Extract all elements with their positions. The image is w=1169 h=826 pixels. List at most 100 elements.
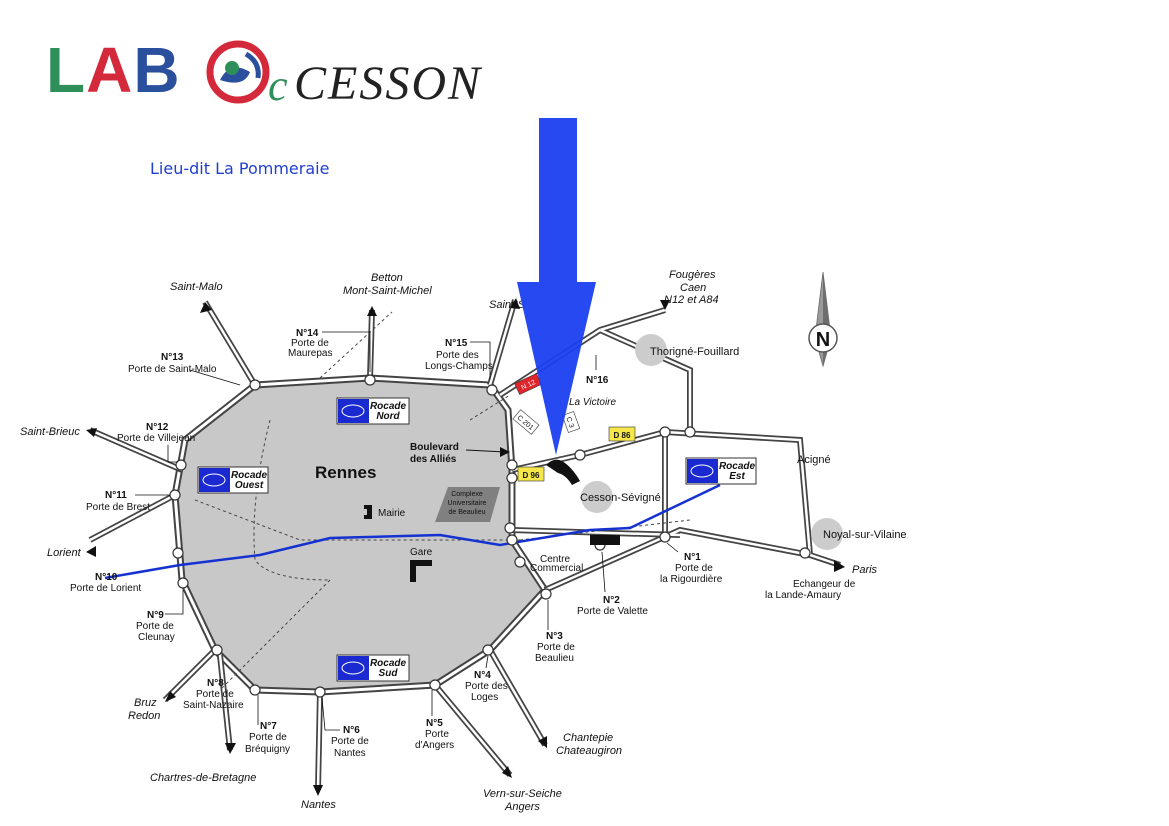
destination-labels: Saint-Malo Betton Mont-Saint-Michel Sain… [20,269,878,813]
svg-text:Porte de Saint-Malo: Porte de Saint-Malo [128,364,217,375]
logo-letter: L [46,34,87,106]
svg-text:Porte de: Porte de [291,338,329,349]
svg-text:Saint-Nazaire: Saint-Nazaire [183,700,244,711]
rocade-est-label2: Est [729,471,745,482]
svg-text:Saint-Brieuc: Saint-Brieuc [20,426,80,438]
svg-text:Loges: Loges [471,692,498,703]
complexe-label-1: Complexe [451,491,483,498]
svg-text:Vern-sur-Seiche: Vern-sur-Seiche [483,788,562,800]
rocade-sign-nord: Rocade Nord [336,397,410,425]
rocade-sud-label2: Sud [379,668,399,679]
road-sign-d96: D 96 [517,466,545,482]
rocade-sign-ouest: Rocade Ouest [197,466,269,494]
svg-text:D 86: D 86 [614,431,631,440]
exit-labels: N°13 Porte de Saint-Malo N°14 Porte de M… [70,328,723,759]
compass-letter: N [816,329,830,351]
boulevard-label-1: Boulevard [410,442,459,453]
svg-text:Porte de: Porte de [675,563,713,574]
rocade-ouest-label: Rocade [231,470,268,481]
svg-text:D 96: D 96 [523,471,540,480]
svg-text:Saint-S: Saint-S [489,299,526,311]
metro-line [104,483,721,580]
svg-text:Maurepas: Maurepas [288,348,332,359]
complexe-label-2: Universitaire [448,500,487,507]
town-circle-thorigne [635,334,667,366]
svg-text:N°1: N°1 [684,552,701,563]
svg-text:Porte de Valette: Porte de Valette [577,606,648,617]
la-victoire-label: La Victoire [569,397,617,408]
svg-text:Beaulieu: Beaulieu [535,653,574,664]
location-subtitle: Lieu-dit La Pommeraie [150,159,330,178]
compass-icon: N [808,271,838,368]
location-arrow-icon [517,118,596,455]
svg-text:Redon: Redon [128,710,160,722]
svg-text:N12 et A84: N12 et A84 [664,294,719,306]
svg-text:N°7: N°7 [260,721,277,732]
svg-text:Betton: Betton [371,272,403,284]
svg-text:N°6: N°6 [343,725,360,736]
rocade-ouest-label2: Ouest [235,480,264,491]
rocade-sign-est: Rocade Est [685,457,757,485]
station-mark [590,535,620,545]
svg-text:N°4: N°4 [474,670,491,681]
logo-cesson-text: CESSON [294,57,483,110]
svg-text:N°15: N°15 [445,338,468,349]
svg-text:Angers: Angers [504,801,540,813]
mairie-icon [364,505,372,519]
logo-c-text: c [268,61,288,110]
svg-text:N°8: N°8 [207,678,224,689]
svg-text:Saint-Malo: Saint-Malo [170,281,223,293]
svg-text:Lorient: Lorient [47,547,82,559]
svg-text:la Lande-Amaury: la Lande-Amaury [765,590,841,601]
road-sign-c3: C 3 [561,411,581,433]
svg-text:C 3: C 3 [564,416,574,429]
svg-text:N°16: N°16 [586,375,609,386]
svg-text:Nantes: Nantes [301,799,336,811]
radial-roads [88,299,841,791]
centre-label-2: Commercial [530,563,583,574]
road-sign-d86: D 86 [608,426,636,442]
svg-text:Porte des: Porte des [436,350,479,361]
gare-label: Gare [410,547,433,558]
svg-text:Chantepie: Chantepie [563,732,613,744]
logo-letter: A [86,34,134,106]
cesson-mark [546,459,580,485]
svg-text:Mont-Saint-Michel: Mont-Saint-Michel [343,285,432,297]
svg-text:N°14: N°14 [296,328,319,339]
svg-text:Porte de: Porte de [196,689,234,700]
svg-text:N°11: N°11 [105,490,127,501]
svg-text:N°3: N°3 [546,631,563,642]
svg-text:Fougères: Fougères [669,269,716,281]
destination-arrows [86,298,845,796]
exit-nodes [169,374,811,698]
svg-text:Bréquigny: Bréquigny [245,744,290,755]
logo-lab-text: LAB [46,38,181,102]
svg-text:Paris: Paris [852,564,878,576]
svg-text:d'Angers: d'Angers [415,740,454,751]
complexe-label-3: de Beaulieu [449,509,486,516]
town-circle-cesson [581,481,613,513]
svg-text:Porte de Lorient: Porte de Lorient [70,583,141,594]
town-thorigne: Thorigné-Fouillard [650,346,739,358]
centre-label-1: Centre [540,554,570,565]
logo-emblem-icon [206,40,270,104]
logo-letter: B [133,34,181,106]
gare-icon [410,560,432,582]
rocade-sign-sud: Rocade Sud [336,654,410,682]
svg-text:N°12: N°12 [146,422,169,433]
boulevard-label-2: des Alliés [410,454,457,465]
city-label: Rennes [315,463,376,482]
town-acigne: Acigné [797,454,831,466]
svg-text:Chartres-de-Bretagne: Chartres-de-Bretagne [150,772,256,784]
svg-text:Porte de: Porte de [136,621,174,632]
rocade-nord-label2: Nord [376,411,400,422]
svg-text:Longs-Champs: Longs-Champs [425,361,493,372]
svg-text:Bruz: Bruz [134,697,157,709]
svg-text:N°9: N°9 [147,610,164,621]
svg-text:Echangeur de: Echangeur de [793,579,856,590]
svg-text:Porte de: Porte de [249,732,287,743]
svg-text:la Rigourdière: la Rigourdière [660,574,723,585]
svg-text:Porte de Brest: Porte de Brest [86,502,150,513]
town-noyal: Noyal-sur-Vilaine [823,529,907,541]
